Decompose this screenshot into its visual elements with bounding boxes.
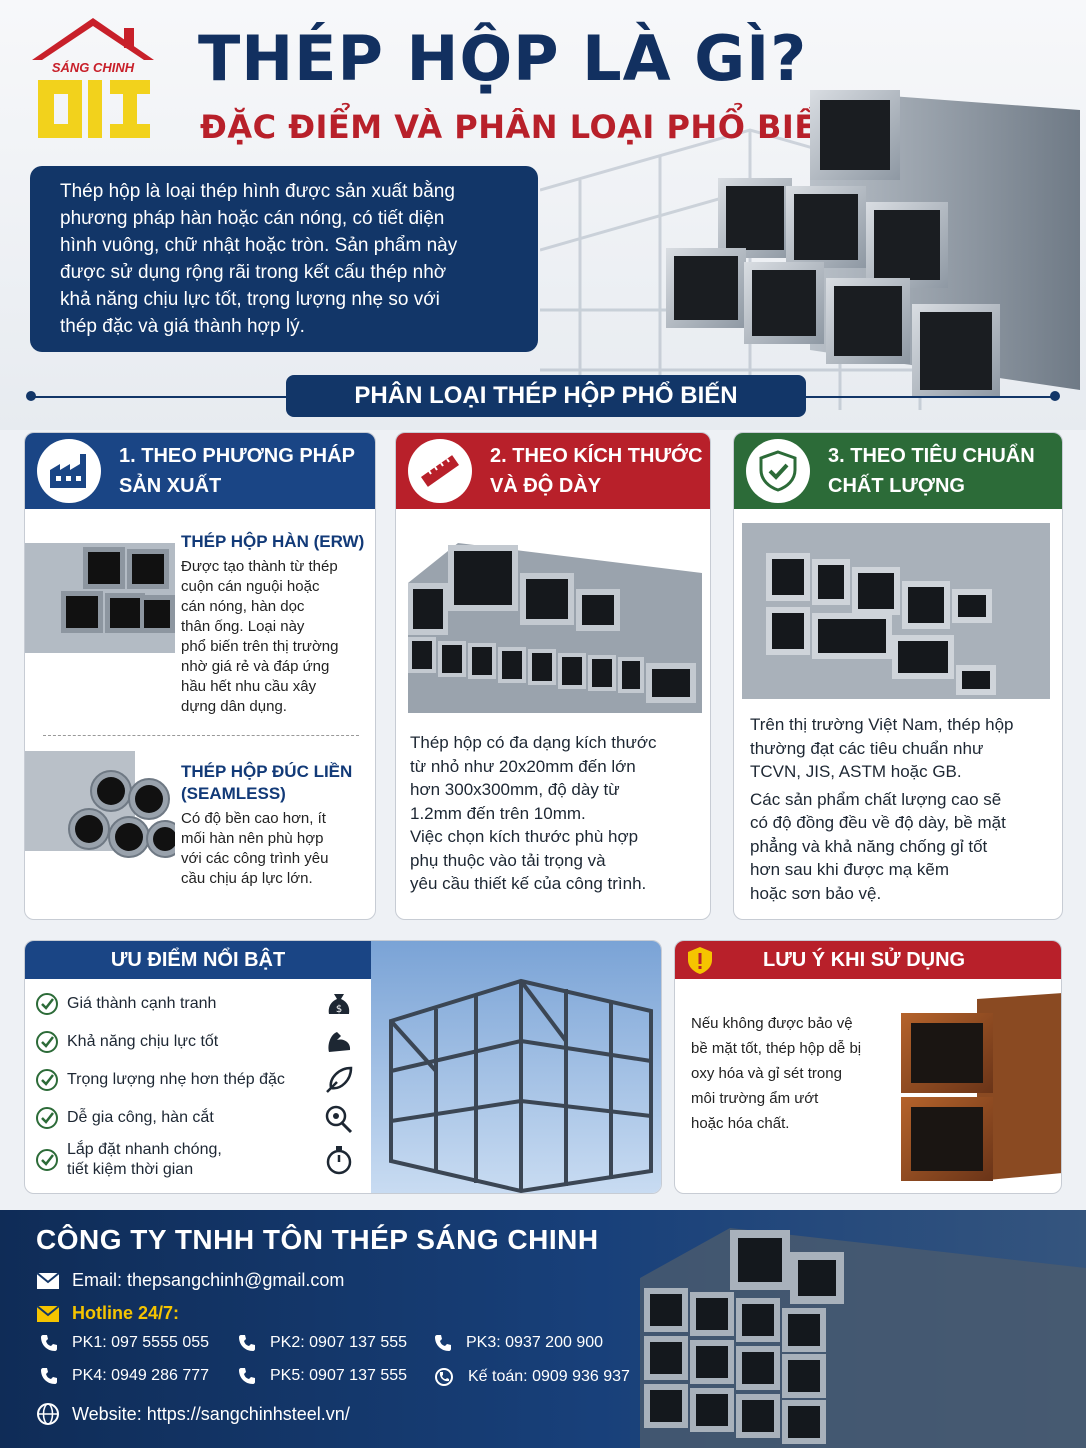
- website-link[interactable]: Website: https://sangchinhsteel.vn/: [36, 1402, 350, 1426]
- phone-icon: [239, 1368, 255, 1384]
- steel-frame-building-image: [371, 941, 661, 1193]
- phone-pk5[interactable]: PK5: 0907 137 555: [238, 1367, 407, 1385]
- list-item: Giá thành cạnh tranh $: [35, 985, 355, 1023]
- list-item: Dễ gia công, hàn cắt: [35, 1099, 355, 1137]
- mail-icon: [36, 1271, 60, 1289]
- page-title: THÉP HỘP LÀ GÌ?: [198, 22, 808, 95]
- list-item: Lắp đặt nhanh chóng,tiết kiệm thời gian: [35, 1137, 355, 1183]
- check-icon: [36, 993, 58, 1015]
- cutting-tool-icon: [325, 1105, 353, 1134]
- page-subtitle: ĐẶC ĐIỂM VÀ PHÂN LOẠI PHỔ BIẾN: [200, 108, 844, 146]
- warning-shield-icon: [688, 947, 712, 974]
- check-icon: [36, 1107, 58, 1129]
- steel-box-stack-illustration: [666, 90, 1080, 398]
- advantages-list: Giá thành cạnh tranh $ Khả năng chịu lực…: [35, 985, 355, 1183]
- phone-pk1[interactable]: PK1: 097 5555 055: [40, 1334, 209, 1352]
- section-title: PHÂN LOẠI THÉP HỘP PHỔ BIẾN: [286, 375, 806, 417]
- company-name: CÔNG TY TNHH TÔN THÉP SÁNG CHINH: [36, 1224, 599, 1255]
- phone-pk2[interactable]: PK2: 0907 137 555: [238, 1334, 407, 1352]
- phone-icon: [435, 1335, 451, 1351]
- stopwatch-icon: [326, 1146, 352, 1175]
- intro-box: Thép hộp là loại thép hình được sản xuất…: [30, 166, 538, 352]
- phone-icon: [41, 1335, 57, 1351]
- sang-chinh-logo: SÁNG CHINH: [32, 18, 154, 138]
- globe-icon: [37, 1403, 59, 1425]
- seamless-pipe-image: [25, 751, 175, 858]
- steel-box-bundle-image: [408, 543, 702, 713]
- svg-text:SÁNG CHINH: SÁNG CHINH: [52, 60, 135, 75]
- caution-header: LƯU Ý KHI SỬ DỤNG: [675, 941, 1061, 979]
- seamless-heading: THÉP HỘP ĐÚC LIỀN(SEAMLESS): [181, 762, 353, 803]
- phone-settings-icon: [435, 1368, 453, 1386]
- list-item: Khả năng chịu lực tốt: [35, 1023, 355, 1061]
- hotline-line: Hotline 24/7:: [36, 1303, 179, 1324]
- feather-icon: [326, 1066, 353, 1093]
- phone-pk4[interactable]: PK4: 0949 286 777: [40, 1367, 209, 1385]
- svg-text:$: $: [336, 1004, 342, 1015]
- phone-pk3[interactable]: PK3: 0937 200 900: [434, 1334, 603, 1352]
- erw-heading: THÉP HỘP HÀN (ERW): [181, 532, 365, 551]
- email-line[interactable]: Email: thepsangchinh@gmail.com: [36, 1270, 344, 1291]
- phone-accounting[interactable]: Kế toán: 0909 936 937: [434, 1367, 630, 1387]
- check-icon: [36, 1031, 58, 1053]
- phone-icon: [41, 1368, 57, 1384]
- list-item: Trọng lượng nhẹ hơn thép đặc: [35, 1061, 355, 1099]
- divider-dot-left: [26, 391, 36, 401]
- phone-icon: [239, 1335, 255, 1351]
- check-icon: [36, 1149, 58, 1171]
- advantages-panel: ƯU ĐIỂM NỔI BẬT Giá thành cạnh tranh $ K…: [24, 940, 662, 1194]
- money-bag-icon: $: [328, 994, 350, 1015]
- factory-icon: [37, 439, 101, 503]
- shield-check-icon: [746, 439, 810, 503]
- card-divider: [43, 735, 359, 736]
- ruler-icon: [408, 439, 472, 503]
- footer-steel-stack-image: [640, 1228, 1086, 1448]
- muscle-icon: [328, 1032, 351, 1052]
- check-icon: [36, 1069, 58, 1091]
- divider-dot-right: [1050, 391, 1060, 401]
- mail-icon: [36, 1304, 60, 1322]
- rusty-steel-box-image: [901, 993, 1061, 1181]
- erw-pipe-image: [25, 543, 175, 653]
- advantages-title: ƯU ĐIỂM NỔI BẬT: [25, 941, 371, 979]
- galvanized-box-image: [742, 523, 1050, 699]
